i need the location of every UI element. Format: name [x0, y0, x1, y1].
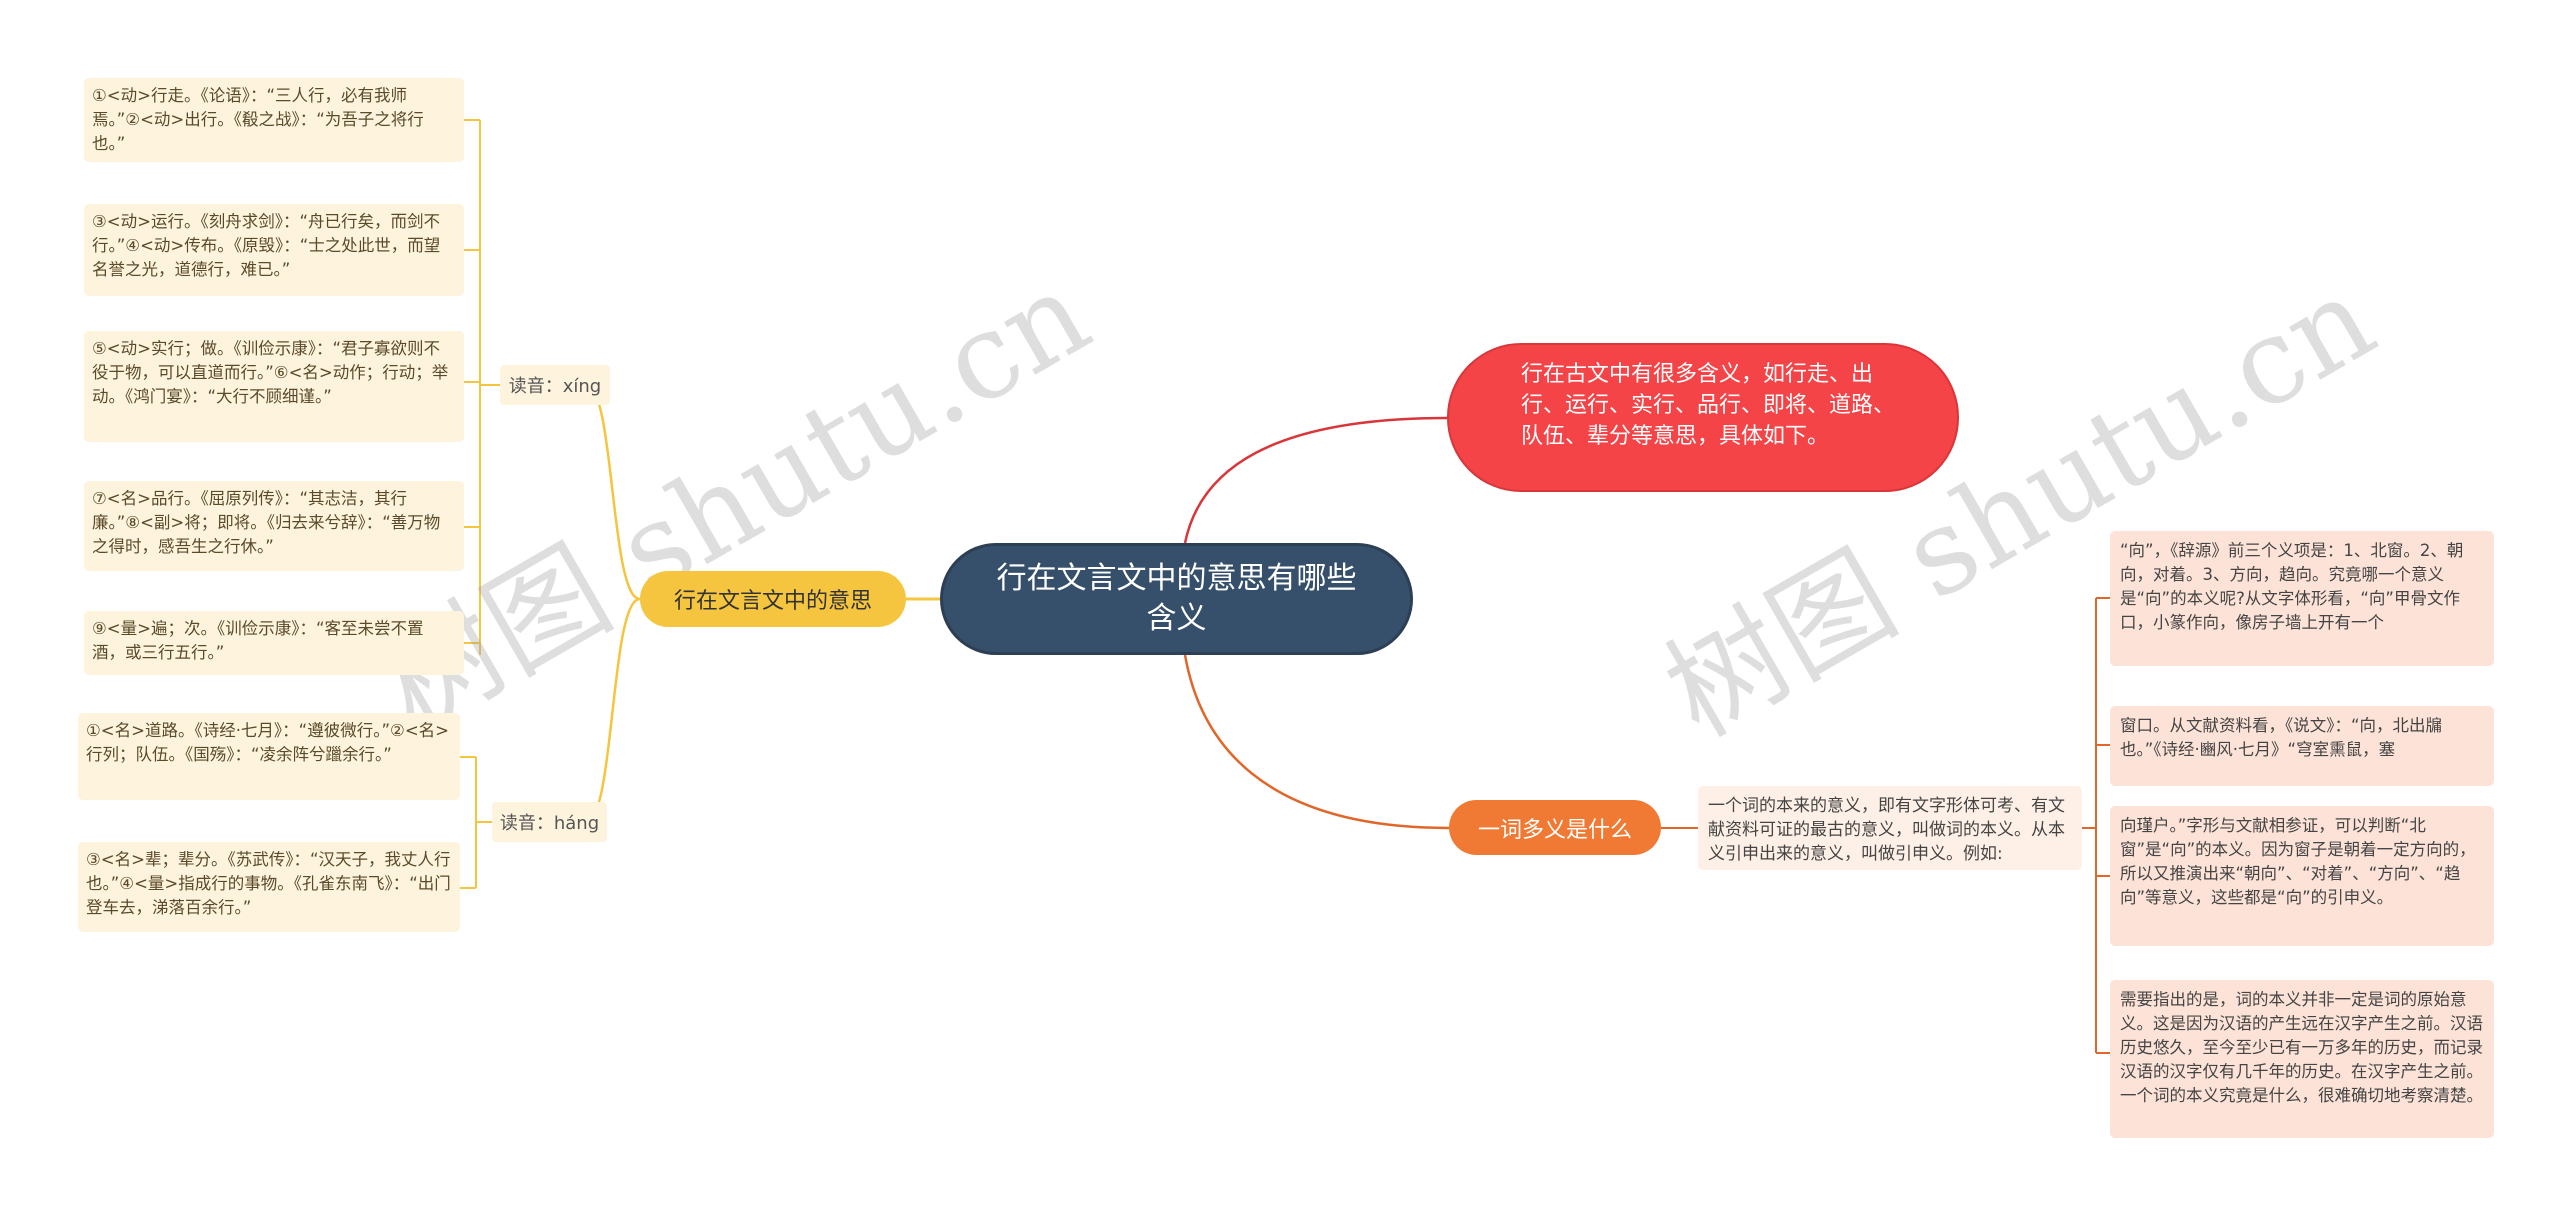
leaf-hang-2[interactable]: ③<名>辈；辈分。《苏武传》：“汉天子，我丈人行也。”④<量>指成行的事物。《孔…	[78, 842, 460, 932]
definition-text: 一个词的本来的意义，即有文字形体可考、有文献资料可证的最古的意义，叫做词的本义。…	[1708, 796, 2065, 864]
branch-polysemy[interactable]: 一词多义是什么	[1449, 800, 1661, 855]
leaf-polysemy-2[interactable]: 窗口。从文献资料看，《说文》：“向，北出牖也。”《诗经·豳风·七月》“穹室熏鼠，…	[2110, 706, 2494, 786]
leaf-polysemy-4[interactable]: 需要指出的是，词的本义并非一定是词的原始意义。这是因为汉语的产生远在汉字产生之前…	[2110, 980, 2494, 1138]
leaf-polysemy-1[interactable]: “向”，《辞源》前三个义项是：1、北窗。2、朝向，对着。3、方向，趋向。究竟哪一…	[2110, 531, 2494, 666]
leaf-text: ⑤<动>实行；做。《训俭示康》：“君子寡欲则不役于物，可以直道而行。”⑥<名>动…	[92, 339, 449, 406]
reading-xing[interactable]: 读音：xíng	[500, 365, 610, 405]
leaf-xing-3[interactable]: ⑤<动>实行；做。《训俭示康》：“君子寡欲则不役于物，可以直道而行。”⑥<名>动…	[84, 331, 464, 442]
leaf-xing-5[interactable]: ⑨<量>遍；次。《训俭示康》：“客至未尝不置酒，或三行五行。”	[84, 611, 464, 675]
leaf-xing-4[interactable]: ⑦<名>品行。《屈原列传》：“其志洁，其行廉。”⑧<副>将；即将。《归去来兮辞》…	[84, 481, 464, 571]
root-node[interactable]: 行在文言文中的意思有哪些含义	[940, 543, 1413, 655]
reading-hang-label: 读音：háng	[499, 813, 600, 834]
reading-xing-label: 读音：xíng	[508, 376, 602, 397]
leaf-text: ①<动>行走。《论语》：“三人行，必有我师焉。”②<动>出行。《殽之战》：“为吾…	[92, 86, 424, 153]
leaf-hang-1[interactable]: ①<名>道路。《诗经·七月》：“遵彼微行。”②<名>行列；队伍。《国殇》：“凌余…	[78, 713, 460, 800]
branch-meaning[interactable]: 行在文言文中的意思	[640, 571, 906, 627]
root-title: 行在文言文中的意思有哪些含义	[996, 561, 1357, 636]
leaf-text: ③<动>运行。《刻舟求剑》：“舟已行矣，而剑不行。”④<动>传布。《原毁》：“士…	[92, 212, 441, 279]
leaf-text: ③<名>辈；辈分。《苏武传》：“汉天子，我丈人行也。”④<量>指成行的事物。《孔…	[86, 850, 451, 917]
branch-meaning-label: 行在文言文中的意思	[673, 589, 872, 614]
branch-intro[interactable]: 行在古文中有很多含义，如行走、出行、运行、实行、品行、即将、道路、队伍、辈分等意…	[1447, 343, 1959, 492]
leaf-xing-2[interactable]: ③<动>运行。《刻舟求剑》：“舟已行矣，而剑不行。”④<动>传布。《原毁》：“士…	[84, 204, 464, 296]
leaf-text: 需要指出的是，词的本义并非一定是词的原始意义。这是因为汉语的产生远在汉字产生之前…	[2120, 990, 2483, 1105]
polysemy-definition[interactable]: 一个词的本来的意义，即有文字形体可考、有文献资料可证的最古的意义，叫做词的本义。…	[1698, 786, 2082, 870]
leaf-text: ⑨<量>遍；次。《训俭示康》：“客至未尝不置酒，或三行五行。”	[92, 619, 424, 662]
branch-polysemy-label: 一词多义是什么	[1477, 817, 1632, 843]
reading-hang[interactable]: 读音：háng	[492, 802, 607, 842]
leaf-text: ⑦<名>品行。《屈原列传》：“其志洁，其行廉。”⑧<副>将；即将。《归去来兮辞》…	[92, 489, 441, 556]
leaf-text: 窗口。从文献资料看，《说文》：“向，北出牖也。”《诗经·豳风·七月》“穹室熏鼠，…	[2120, 716, 2443, 759]
leaf-text: 向瑾户。”字形与文献相参证，可以判断“北窗”是“向”的本义。因为窗子是朝着一定方…	[2120, 816, 2476, 907]
leaf-polysemy-3[interactable]: 向瑾户。”字形与文献相参证，可以判断“北窗”是“向”的本义。因为窗子是朝着一定方…	[2110, 806, 2494, 946]
leaf-text: “向”，《辞源》前三个义项是：1、北窗。2、朝向，对着。3、方向，趋向。究竟哪一…	[2120, 541, 2464, 632]
branch-intro-label: 行在古文中有很多含义，如行走、出行、运行、实行、品行、即将、道路、队伍、辈分等意…	[1521, 362, 1896, 449]
leaf-xing-1[interactable]: ①<动>行走。《论语》：“三人行，必有我师焉。”②<动>出行。《殽之战》：“为吾…	[84, 78, 464, 162]
leaf-text: ①<名>道路。《诗经·七月》：“遵彼微行。”②<名>行列；队伍。《国殇》：“凌余…	[86, 721, 449, 764]
